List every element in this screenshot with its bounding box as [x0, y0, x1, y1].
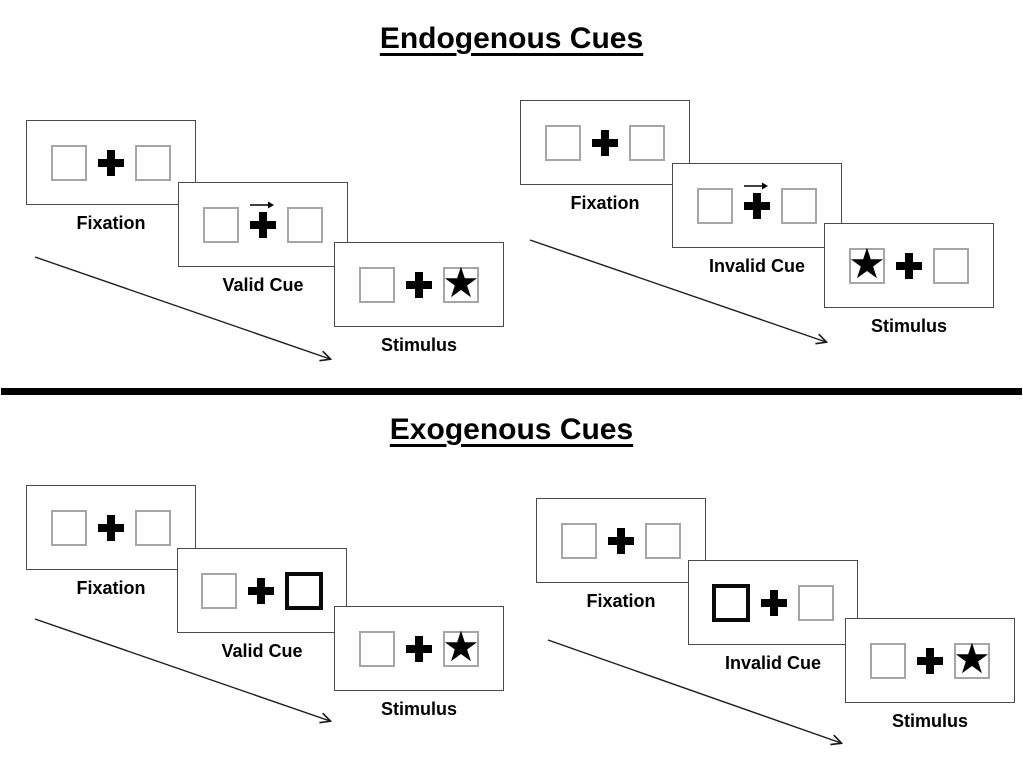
- cue-highlight-square-right: [285, 571, 323, 610]
- fixation-cross-icon: [761, 589, 787, 616]
- frame-label: Stimulus: [870, 316, 947, 336]
- frame-label: Fixation: [76, 578, 146, 598]
- frame-label: Valid Cue: [222, 275, 304, 295]
- frame-fixation: Fixation: [26, 120, 196, 234]
- placeholder-square-right: [135, 509, 171, 546]
- placeholder-square-left: [201, 572, 237, 609]
- section-title-endogenous: Endogenous Cues: [379, 22, 644, 55]
- fixation-panel: [536, 498, 706, 583]
- target-square-right: ★: [442, 623, 480, 670]
- frame-label: Valid Cue: [221, 641, 303, 661]
- frame-fixation: Fixation: [520, 100, 690, 214]
- placeholder-square-right: [135, 144, 171, 181]
- fixation-cross-icon: [248, 577, 274, 604]
- placeholder-square-left: [697, 187, 733, 224]
- frame-invalid-cue: Invalid Cue: [688, 560, 858, 674]
- placeholder-square-left: [203, 206, 239, 243]
- target-square-right: ★: [953, 635, 991, 682]
- fixation-cross-icon: [592, 129, 618, 156]
- cue-highlight-square-left: [712, 583, 750, 622]
- placeholder-square-right: [781, 187, 817, 224]
- placeholder-square-left: [51, 509, 87, 546]
- frame-label: Stimulus: [891, 711, 968, 731]
- cue-arrow-right-icon: [744, 182, 768, 189]
- frame-valid-cue: Valid Cue: [178, 182, 348, 296]
- fixation-panel: [26, 485, 196, 570]
- star-icon: ★: [442, 623, 480, 670]
- stimulus-panel: ★: [334, 242, 504, 327]
- star-icon: ★: [953, 635, 991, 682]
- section-divider: [1, 388, 1022, 395]
- frame-stimulus: ★ Stimulus: [334, 606, 504, 720]
- frame-stimulus: ★ Stimulus: [824, 223, 994, 337]
- section-title-exogenous: Exogenous Cues: [389, 413, 634, 446]
- star-icon: ★: [442, 259, 480, 306]
- placeholder-square-right: [645, 522, 681, 559]
- cue-panel: [688, 560, 858, 645]
- target-square-right: ★: [442, 259, 480, 306]
- frame-label: Invalid Cue: [708, 256, 806, 276]
- placeholder-square-right: [798, 584, 834, 621]
- frame-fixation: Fixation: [26, 485, 196, 599]
- stimulus-panel: ★: [334, 606, 504, 691]
- frame-invalid-cue: Invalid Cue: [672, 163, 842, 277]
- placeholder-square-left: [545, 124, 581, 161]
- fixation-cross-icon: [406, 635, 432, 662]
- fixation-cross-icon: [896, 252, 922, 279]
- placeholder-square-right: [933, 247, 969, 284]
- cue-panel: [177, 548, 347, 633]
- placeholder-square-left: [870, 642, 906, 679]
- frame-valid-cue: Valid Cue: [177, 548, 347, 662]
- stimulus-panel: ★: [845, 618, 1015, 703]
- target-square-left: ★: [848, 240, 886, 287]
- star-icon: ★: [848, 240, 886, 287]
- placeholder-square-left: [359, 266, 395, 303]
- frame-label: Invalid Cue: [724, 653, 822, 673]
- frame-label: Stimulus: [380, 335, 457, 355]
- placeholder-square-left: [51, 144, 87, 181]
- fixation-panel: [26, 120, 196, 205]
- placeholder-square-right: [629, 124, 665, 161]
- fixation-cross-icon: [98, 514, 124, 541]
- fixation-cross-icon: [406, 271, 432, 298]
- fixation-cross-icon: [917, 647, 943, 674]
- frame-label: Stimulus: [380, 699, 457, 719]
- fixation-cross-icon: [98, 149, 124, 176]
- stimulus-panel: ★: [824, 223, 994, 308]
- frame-label: Fixation: [586, 591, 656, 611]
- cue-arrow-right-icon: [250, 201, 274, 208]
- frame-stimulus: ★ Stimulus: [334, 242, 504, 356]
- placeholder-square-left: [561, 522, 597, 559]
- cue-panel: [178, 182, 348, 267]
- fixation-cross-icon: [608, 527, 634, 554]
- fixation-panel: [520, 100, 690, 185]
- placeholder-square-right: [287, 206, 323, 243]
- frame-stimulus: ★ Stimulus: [845, 618, 1015, 732]
- cue-panel: [672, 163, 842, 248]
- frame-fixation: Fixation: [536, 498, 706, 612]
- frame-label: Fixation: [570, 193, 640, 213]
- frame-label: Fixation: [76, 213, 146, 233]
- placeholder-square-left: [359, 630, 395, 667]
